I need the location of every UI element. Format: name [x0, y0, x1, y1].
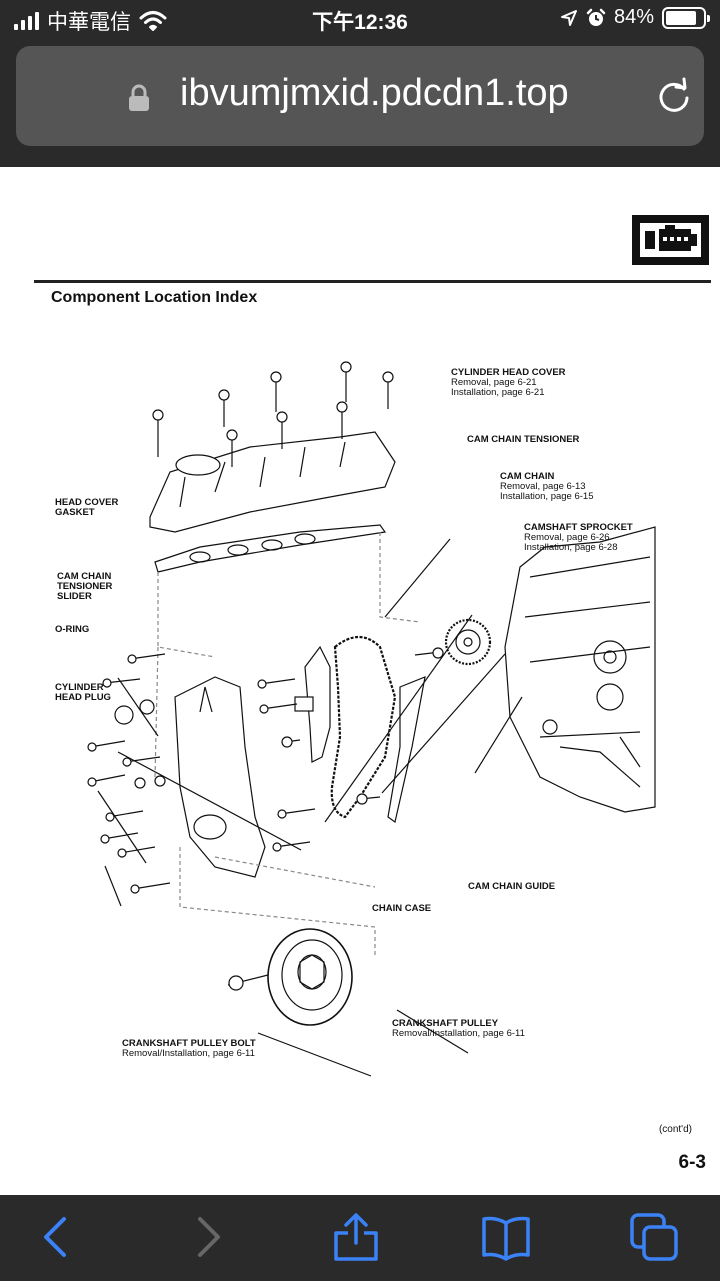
- status-time: 下午12:36: [312, 11, 408, 34]
- address-bar[interactable]: ibvumjmxid.pdcdn1.top: [16, 46, 704, 146]
- cam-chain-tensioner-slider-drawing: [304, 645, 331, 763]
- cam-chain-drawing: [330, 635, 397, 819]
- carrier-name: 中華電信: [47, 11, 131, 34]
- label-camshaft-sprocket: CAMSHAFT SPROCKET Removal, page 6-26 Ins…: [524, 522, 633, 553]
- signal-icon: [14, 12, 39, 30]
- location-icon: [560, 9, 577, 26]
- label-chain-case: CHAIN CASE: [372, 903, 432, 914]
- lock-icon: [129, 84, 149, 111]
- page-number: 6-3: [678, 1152, 706, 1173]
- battery-percent: 84%: [613, 6, 654, 28]
- engine-diagram: [87, 361, 656, 1077]
- forward-icon[interactable]: [182, 1211, 234, 1263]
- chain-case-drawing: [174, 676, 266, 878]
- browser-toolbar: [0, 1195, 720, 1281]
- battery-icon: [662, 6, 710, 29]
- bookmarks-icon[interactable]: [480, 1211, 532, 1263]
- label-o-ring: O-RING: [55, 624, 90, 635]
- header-rule: [34, 280, 711, 283]
- reload-icon[interactable]: [654, 76, 694, 116]
- url-text[interactable]: ibvumjmxid.pdcdn1.top: [180, 72, 569, 114]
- label-crankshaft-pulley: CRANKSHAFT PULLEY Removal/Installation, …: [392, 1018, 525, 1039]
- engine-section-icon: [632, 215, 709, 265]
- document-page: Component Location Index: [0, 167, 720, 1195]
- label-cam-chain: CAM CHAIN Removal, page 6-13 Installatio…: [500, 471, 594, 502]
- o-ring-drawing: [139, 699, 155, 715]
- crankshaft-pulley-drawing: [267, 928, 353, 1026]
- browser-chrome: ibvumjmxid.pdcdn1.top: [0, 40, 720, 167]
- label-cam-chain-tensioner-slider: CAM CHAIN TENSIONER SLIDER: [57, 571, 113, 602]
- cylinder-head-plug-drawing: [114, 705, 134, 725]
- status-bar: 中華電信 下午12:36 84%: [0, 0, 720, 40]
- status-right: 84%: [560, 6, 710, 29]
- page-title: Component Location Index: [51, 289, 258, 306]
- continued-note: (cont'd): [658, 1124, 692, 1135]
- cylinder-head-cover-drawing: [149, 431, 396, 533]
- label-crankshaft-pulley-bolt: CRANKSHAFT PULLEY BOLT Removal/Installat…: [122, 1038, 256, 1059]
- label-cam-chain-tensioner: CAM CHAIN TENSIONER: [467, 434, 580, 445]
- label-cylinder-head-plug: CYLINDER HEAD PLUG: [55, 682, 111, 703]
- chain-case-bolts: [87, 653, 381, 894]
- cam-chain-guide-drawing: [387, 676, 426, 824]
- label-cylinder-head-cover: CYLINDER HEAD COVER Removal, page 6-21 I…: [451, 367, 566, 398]
- engine-block-drawing: [504, 526, 656, 813]
- alarm-icon: [586, 8, 606, 26]
- share-icon[interactable]: [330, 1211, 382, 1263]
- wifi-icon: [139, 11, 167, 31]
- label-cam-chain-guide: CAM CHAIN GUIDE: [468, 881, 556, 892]
- back-icon[interactable]: [30, 1211, 82, 1263]
- cover-bolts: [152, 361, 394, 467]
- head-cover-gasket-drawing: [154, 524, 387, 573]
- status-left: 中華電信: [14, 6, 167, 36]
- label-head-cover-gasket: HEAD COVER GASKET: [55, 497, 119, 518]
- tabs-icon[interactable]: [628, 1211, 680, 1263]
